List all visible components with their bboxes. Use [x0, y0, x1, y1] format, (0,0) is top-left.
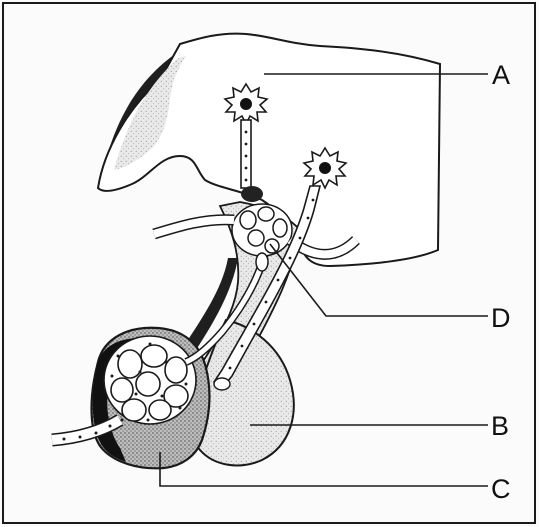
label-d: D	[491, 305, 511, 332]
label-a: A	[492, 62, 510, 89]
label-b: B	[491, 413, 509, 440]
superior-artery	[154, 220, 234, 234]
label-c: C	[491, 476, 511, 503]
anterior-capillary-network	[104, 336, 196, 424]
